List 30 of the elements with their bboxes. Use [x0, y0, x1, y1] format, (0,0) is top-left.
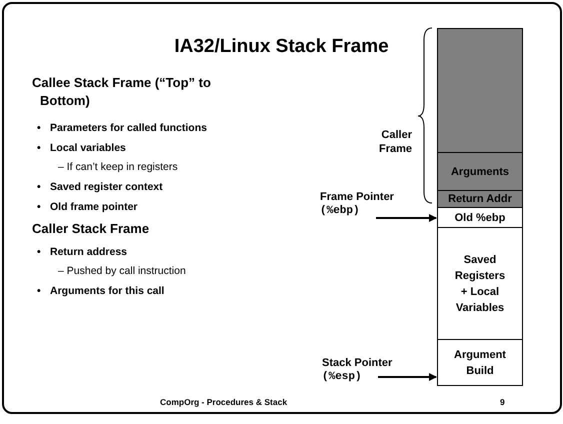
pointer-label: Stack Pointer (%esp): [322, 356, 412, 384]
stack-slot: Saved Registers + Local Variables: [437, 227, 523, 340]
bullet-item: Old frame pointer: [50, 200, 138, 214]
sub-item: – Pushed by call instruction: [58, 264, 186, 278]
stack-slot: [437, 28, 523, 153]
bullet-item: Parameters for called functions: [50, 121, 207, 135]
stack-slot: Argument Build: [437, 339, 523, 386]
bullet-item: Saved register context: [50, 180, 163, 194]
stack-slot: Arguments: [437, 152, 523, 191]
arrow: [378, 373, 437, 381]
section-heading: Callee Stack Frame (“Top” to Bottom): [32, 74, 212, 110]
bullet-mark: •: [37, 180, 41, 194]
bullet-mark: •: [37, 284, 41, 298]
bullet-item: Arguments for this call: [50, 284, 164, 298]
sub-item: – If can’t keep in registers: [58, 160, 178, 174]
arrow: [376, 214, 437, 222]
bullet-mark: •: [37, 121, 41, 135]
section-heading: Caller Stack Frame: [32, 220, 150, 238]
bullet-mark: •: [37, 141, 41, 155]
footer-text: 9: [500, 397, 505, 408]
footer-text: CompOrg - Procedures & Stack: [160, 397, 288, 408]
slide-title: IA32/Linux Stack Frame: [173, 36, 390, 58]
stack-slot: Old %ebp: [437, 207, 523, 228]
bracket-label: Caller Frame: [378, 128, 412, 156]
bullet-item: Local variables: [50, 141, 126, 155]
bullet-mark: •: [37, 200, 41, 214]
stack-slot: Return Addr: [437, 190, 523, 208]
bullet-item: Return address: [50, 245, 128, 259]
pointer-label: Frame Pointer (%ebp): [320, 190, 430, 218]
bullet-mark: •: [37, 245, 41, 259]
